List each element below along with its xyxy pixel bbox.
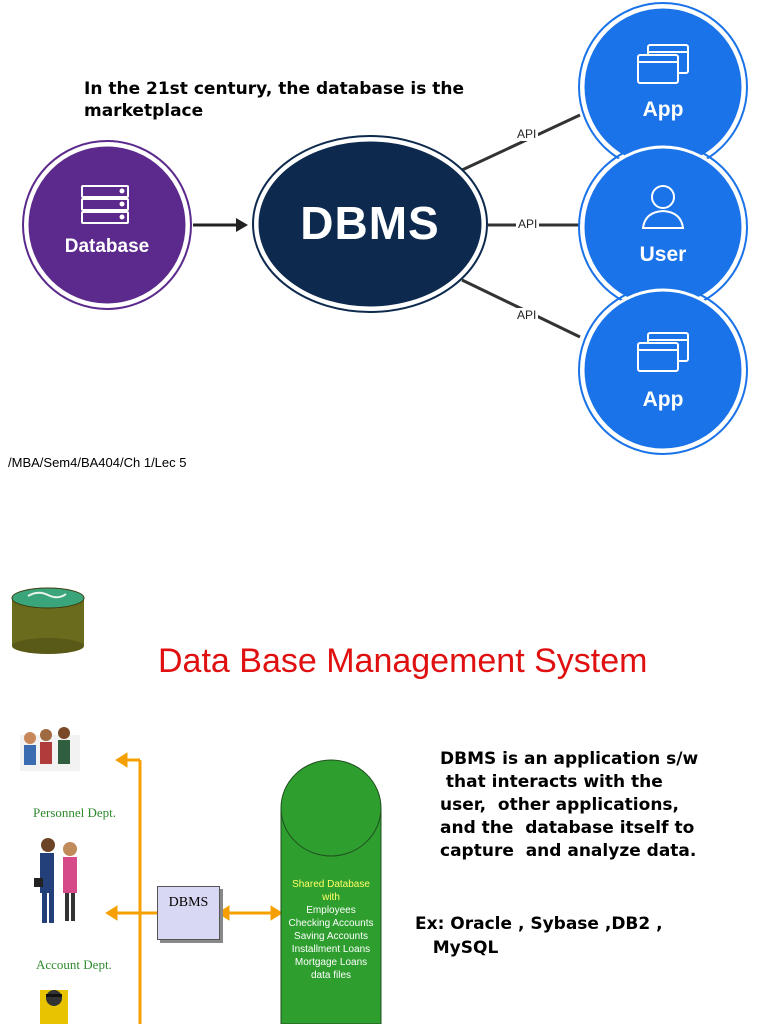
dbms-box: DBMS bbox=[157, 886, 220, 940]
description-line: and the database itself to bbox=[440, 818, 695, 838]
course-reference: /MBA/Sem4/BA404/Ch 1/Lec 5 bbox=[8, 455, 187, 470]
slide2-graphics bbox=[11, 587, 382, 1024]
shared-database-cylinder bbox=[280, 759, 382, 1024]
dbms-node bbox=[255, 138, 485, 310]
shared-db-title-1: Shared Database bbox=[292, 879, 370, 890]
shared-db-item: Checking Accounts bbox=[288, 918, 374, 929]
dbms-label: DBMS bbox=[300, 197, 440, 249]
description-line: user, other applications, bbox=[440, 795, 679, 815]
slide-dbms-definition: Data Base Management System Personnel De… bbox=[0, 560, 768, 1024]
api-label-bottom: API bbox=[515, 308, 539, 322]
shared-db-item: Mortgage Loans bbox=[294, 957, 368, 968]
slide-database-marketplace: In the 21st century, the database is the… bbox=[0, 0, 768, 490]
server-stack-icon bbox=[81, 185, 129, 224]
dbms-examples: Ex: Oracle , Sybase ,DB2 , MySQL bbox=[415, 912, 755, 960]
handshake-people-icon bbox=[34, 838, 77, 923]
description-line: that interacts with the bbox=[440, 772, 663, 792]
description-line: capture and analyze data. bbox=[440, 841, 697, 861]
database-node bbox=[25, 143, 189, 307]
dbms-description: DBMS is an application s/w that interact… bbox=[440, 748, 760, 863]
shared-db-title-2: with bbox=[322, 892, 340, 903]
app-top-label: App bbox=[642, 98, 684, 121]
connector-lines bbox=[105, 752, 283, 1024]
account-dept-label: Account Dept. bbox=[36, 957, 112, 972]
user-icon bbox=[641, 185, 685, 229]
dbms-api-diagram bbox=[22, 2, 748, 455]
examples-line: MySQL bbox=[415, 938, 499, 958]
headline-line-2: marketplace bbox=[84, 101, 204, 121]
worker-person-icon bbox=[40, 990, 68, 1024]
database-cylinder-icon bbox=[11, 587, 85, 654]
window-stack-icon bbox=[637, 44, 689, 84]
personnel-dept-label: Personnel Dept. bbox=[33, 805, 117, 820]
database-label: Database bbox=[64, 236, 150, 257]
slide-headline: In the 21st century, the database is the… bbox=[84, 78, 564, 122]
window-stack-icon bbox=[637, 332, 689, 372]
shared-db-item: Employees bbox=[306, 905, 356, 916]
app-bottom-node-ring bbox=[578, 285, 748, 455]
api-label-middle: API bbox=[516, 217, 540, 231]
shared-database-text: Shared Database with Employees Checking … bbox=[283, 878, 379, 982]
meeting-people-icon bbox=[20, 727, 80, 771]
shared-db-item: Saving Accounts bbox=[294, 931, 368, 942]
dbms-node-ring bbox=[252, 135, 488, 313]
shared-db-item: Installment Loans bbox=[291, 944, 371, 955]
shared-db-item: data files bbox=[310, 970, 352, 981]
database-node-ring bbox=[22, 140, 192, 310]
examples-line: Ex: Oracle , Sybase ,DB2 , bbox=[415, 914, 663, 934]
app-bottom-label: App bbox=[642, 388, 684, 411]
slide-title: Data Base Management System bbox=[158, 642, 648, 680]
headline-line-1: In the 21st century, the database is the bbox=[84, 79, 465, 99]
api-connector-top bbox=[461, 113, 581, 172]
arrow-head-icon bbox=[236, 218, 248, 232]
api-label-top: API bbox=[515, 127, 539, 141]
description-line: DBMS is an application s/w bbox=[440, 749, 699, 769]
user-label: User bbox=[639, 243, 687, 266]
